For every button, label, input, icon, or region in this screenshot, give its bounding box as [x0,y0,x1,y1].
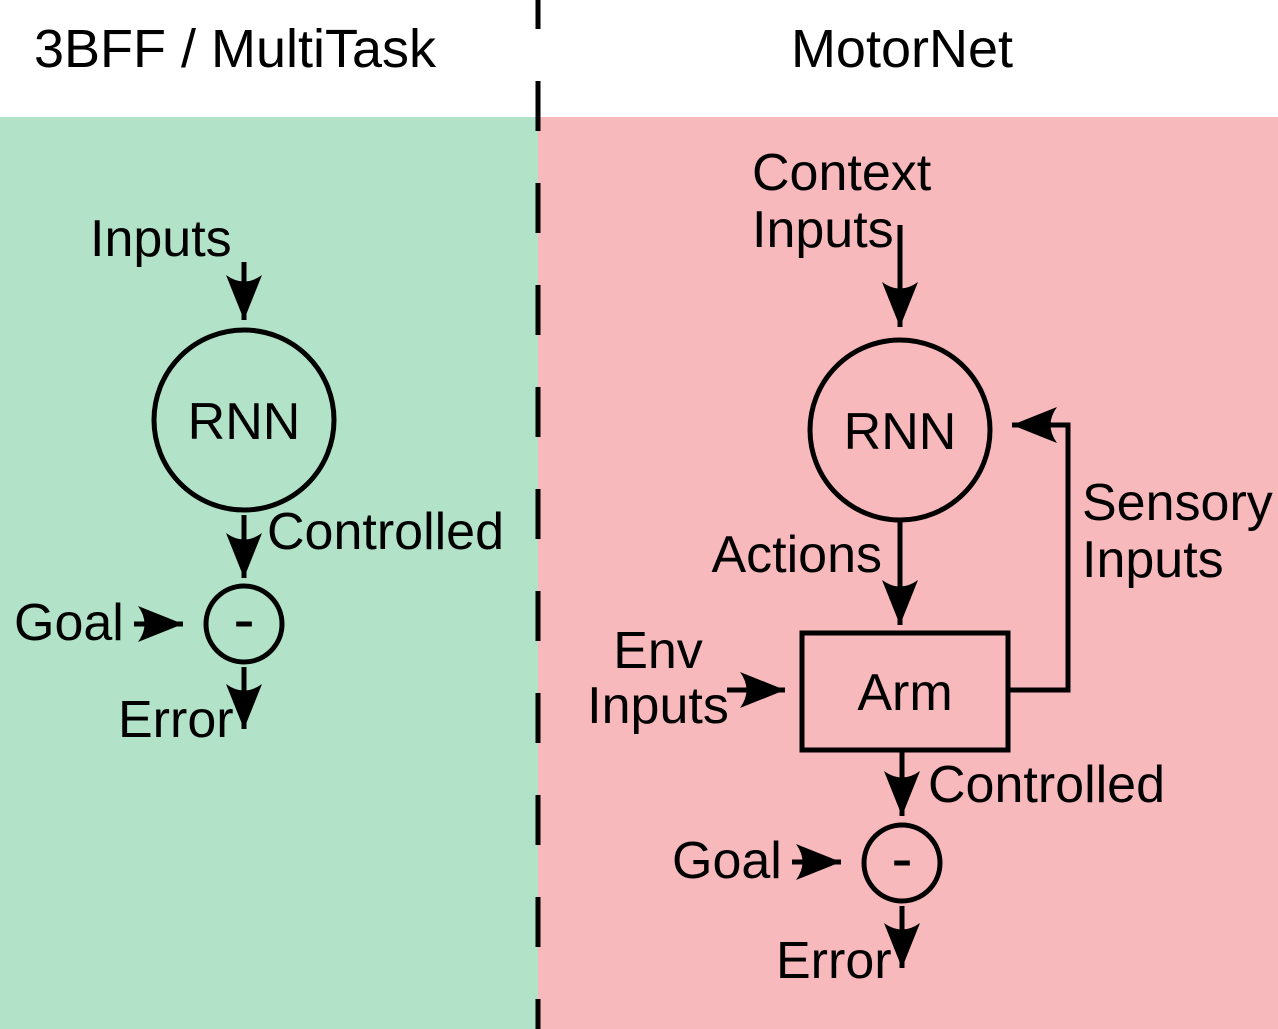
right-panel-background [538,117,1278,1029]
left-rnn-node [151,327,337,513]
right-context-inputs-label-line1: Context [752,144,932,202]
right-sensory-inputs-label-line2: Inputs [1082,531,1224,589]
right-sum-node [861,822,943,904]
right-env-inputs-label-line2: Inputs [587,677,729,735]
left-inputs-label: Inputs [90,210,232,268]
right-diagram: Context Inputs RNN Actions Sensory Input… [587,144,1273,990]
right-controlled-label: Controlled [928,756,1165,814]
right-panel-title: MotorNet [791,19,1013,79]
right-rnn-node [807,337,993,523]
right-actions-label: Actions [711,526,882,584]
right-goal-label: Goal [672,832,782,890]
right-arm-box [799,630,1011,753]
left-error-label: Error [118,691,234,749]
left-controlled-label: Controlled [267,503,504,561]
left-minus-sign: - [233,583,254,655]
right-rnn-label: RNN [844,403,957,461]
right-minus-sign: - [891,822,912,894]
left-panel-background [0,117,538,1029]
right-arm-label: Arm [857,664,952,722]
left-goal-label: Goal [14,594,124,652]
left-panel-title: 3BFF / MultiTask [34,19,437,79]
right-sensory-inputs-label-line1: Sensory [1082,474,1273,532]
right-error-label: Error [776,932,892,990]
left-rnn-label: RNN [188,393,301,451]
left-diagram: Inputs RNN Controlled Goal - Error [14,210,504,749]
right-context-inputs-label-line2: Inputs [752,201,894,259]
right-env-inputs-label-line1: Env [613,622,703,680]
left-sum-node [203,583,285,665]
right-arm-to-rnn-feedback-arrow [1008,407,1071,693]
